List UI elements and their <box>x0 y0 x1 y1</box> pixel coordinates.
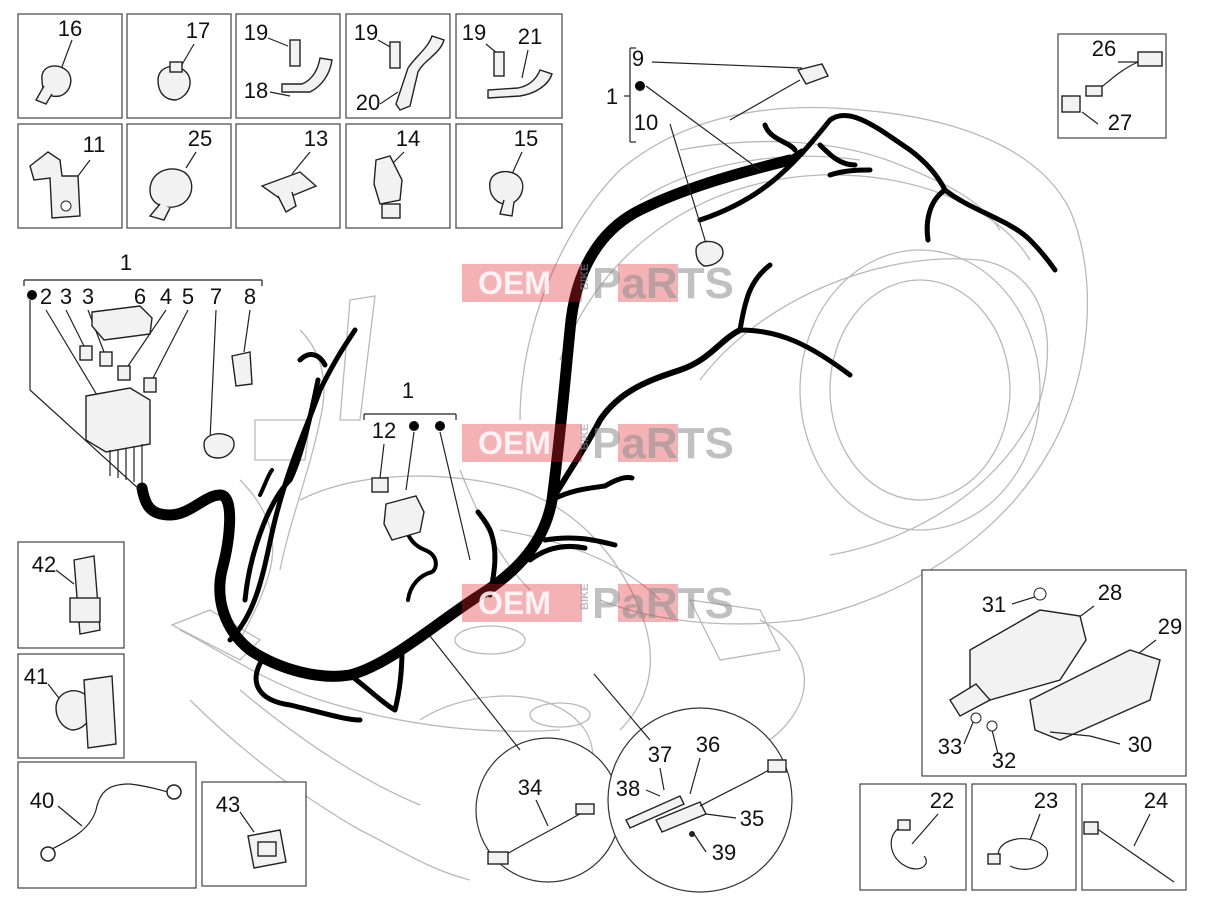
callout-35: 35 <box>740 806 764 831</box>
main-wiring-harness <box>136 113 1058 723</box>
part-box-13[interactable]: 13 <box>235 123 341 229</box>
part-box-15[interactable]: 15 <box>455 123 563 229</box>
callout-6: 6 <box>134 284 146 309</box>
callout-20: 20 <box>356 90 380 115</box>
part-box-42[interactable]: 42 <box>17 541 125 649</box>
callout-17: 17 <box>186 18 210 43</box>
callout-8: 8 <box>244 284 256 309</box>
callout-33: 33 <box>938 734 962 759</box>
callout-5: 5 <box>182 284 194 309</box>
part-box-25[interactable]: 25 <box>126 123 232 229</box>
callout-32: 32 <box>992 748 1016 773</box>
callout-42: 42 <box>32 552 56 577</box>
callout-41: 41 <box>24 664 48 689</box>
watermark-bike-text: BIKE <box>579 424 591 450</box>
part-box-24[interactable]: 24 <box>1081 783 1187 891</box>
callout-38: 38 <box>616 776 640 801</box>
watermark-bike-text: BIKE <box>579 264 591 290</box>
watermark-oem-text: OEM <box>478 585 551 621</box>
callout-3: 3 <box>60 284 72 309</box>
callout-43: 43 <box>216 792 240 817</box>
callout-2: 2 <box>40 284 52 309</box>
callout-40: 40 <box>30 788 54 813</box>
part-box-17[interactable]: 17 <box>126 13 232 119</box>
callout-19: 19 <box>354 20 378 45</box>
part-box-43[interactable]: 43 <box>201 781 307 887</box>
detail-circle-34[interactable]: 34 <box>429 635 621 883</box>
watermark-oem-text: OEM <box>478 425 551 461</box>
detail-circle-35-39[interactable]: 37 36 38 35 39 <box>593 673 793 893</box>
callout-group-1-top: 9 1 10 <box>606 46 829 267</box>
callout-37: 37 <box>648 742 672 767</box>
callout-10: 10 <box>634 110 658 135</box>
callout-22: 22 <box>930 788 954 813</box>
watermark-parts-text: PaRTS <box>592 259 734 308</box>
watermark-top: OEM BIKE PaRTS <box>462 259 734 308</box>
part-box-28-33[interactable]: 31 28 29 33 32 30 <box>921 569 1187 777</box>
callout-13: 13 <box>304 126 328 151</box>
callout-27: 27 <box>1108 110 1132 135</box>
watermark-parts-text: PaRTS <box>592 579 734 628</box>
callout-34: 34 <box>518 775 542 800</box>
part-box-40[interactable]: 40 <box>17 761 197 889</box>
callout-19: 19 <box>244 20 268 45</box>
watermark-middle: OEM BIKE PaRTS <box>462 419 734 468</box>
callout-19: 19 <box>462 20 486 45</box>
callout-9: 9 <box>632 46 644 71</box>
callout-31: 31 <box>982 592 1006 617</box>
callout-25: 25 <box>188 126 212 151</box>
part-box-18-19[interactable]: 19 18 <box>235 13 341 119</box>
part-box-19-20[interactable]: 19 20 <box>345 13 451 119</box>
callout-29: 29 <box>1158 614 1182 639</box>
callout-11: 11 <box>83 132 106 157</box>
watermark-parts-text: PaRTS <box>592 419 734 468</box>
callout-3: 3 <box>82 284 94 309</box>
callout-group-1-center: 1 12 <box>363 378 471 561</box>
callout-28: 28 <box>1098 580 1122 605</box>
callout-23: 23 <box>1034 788 1058 813</box>
callout-1: 1 <box>402 378 414 403</box>
callout-4: 4 <box>160 284 172 309</box>
callout-30: 30 <box>1128 732 1152 757</box>
part-box-26-27[interactable]: 26 27 <box>1057 33 1167 139</box>
callout-16: 16 <box>58 16 82 41</box>
fuse-box-parts-group[interactable] <box>79 305 253 484</box>
watermark-oem-text: OEM <box>478 265 551 301</box>
part-box-41[interactable]: 41 <box>17 653 125 759</box>
watermark-bike-text: BIKE <box>579 584 591 610</box>
callout-12: 12 <box>372 418 396 443</box>
callout-18: 18 <box>244 78 268 103</box>
watermark-bottom: OEM BIKE PaRTS <box>462 579 734 628</box>
callout-21: 21 <box>518 24 542 49</box>
callout-group-1-left: 1 2 3 3 6 4 5 7 8 <box>23 250 263 491</box>
callout-1: 1 <box>120 250 132 275</box>
part-box-23[interactable]: 23 <box>971 783 1077 891</box>
callout-26: 26 <box>1092 36 1116 61</box>
part-box-11[interactable]: 11 <box>17 123 123 229</box>
callout-36: 36 <box>696 732 720 757</box>
callout-7: 7 <box>210 284 222 309</box>
callout-1: 1 <box>606 84 618 109</box>
part-box-19-21[interactable]: 19 21 <box>455 13 563 119</box>
callout-14: 14 <box>396 126 420 151</box>
part-box-22[interactable]: 22 <box>859 783 967 891</box>
part-box-16[interactable]: 16 <box>17 13 123 119</box>
part-box-14[interactable]: 14 <box>345 123 451 229</box>
callout-39: 39 <box>712 840 736 865</box>
callout-15: 15 <box>514 126 538 151</box>
callout-24: 24 <box>1144 788 1168 813</box>
